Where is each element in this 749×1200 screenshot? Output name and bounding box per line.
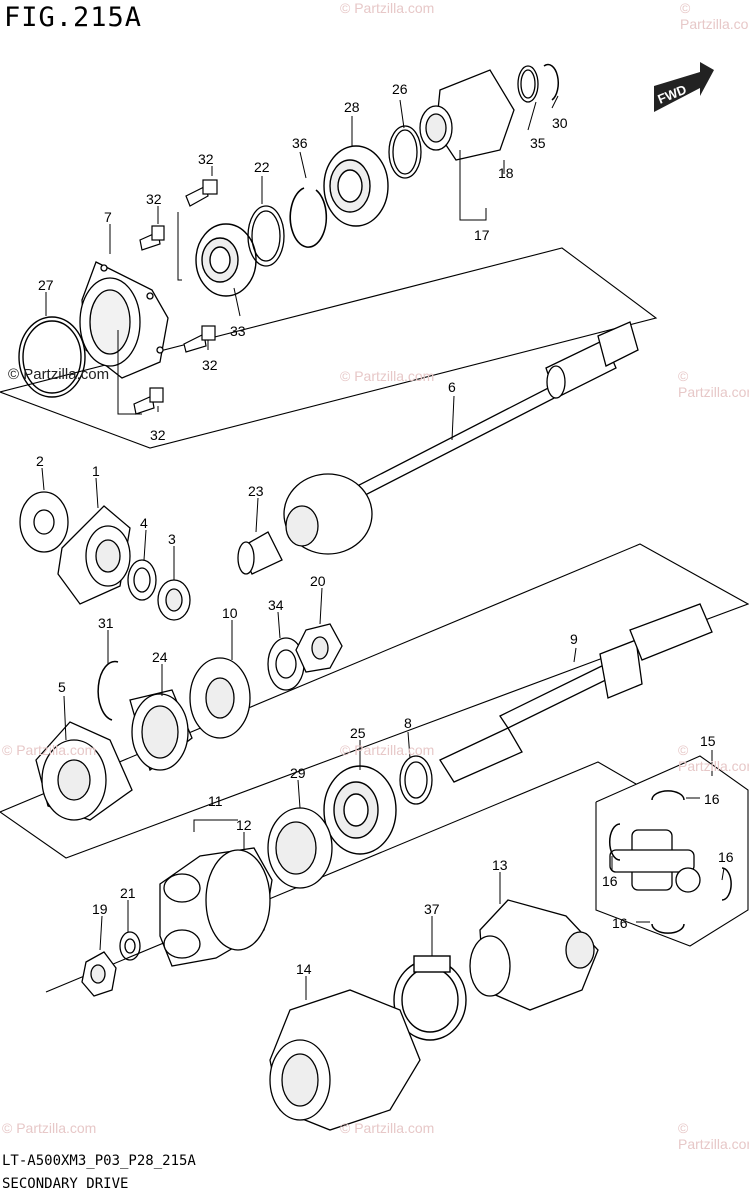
watermark-bottom-left: © Partzilla.com <box>2 1120 97 1136</box>
callout-3: 3 <box>168 531 176 547</box>
callout-7: 7 <box>104 209 112 225</box>
callout-21: 21 <box>120 885 136 901</box>
callout-33: 33 <box>230 323 246 339</box>
callout-32-c: 32 <box>202 357 218 373</box>
part-29-seal <box>267 807 333 889</box>
callout-4: 4 <box>140 515 148 531</box>
callout-31: 31 <box>98 615 114 631</box>
figure-title: FIG.215A <box>4 2 143 33</box>
part-32-bolts <box>133 179 218 415</box>
callout-36: 36 <box>292 135 308 151</box>
callout-32-a: 32 <box>198 151 214 167</box>
callout-34: 34 <box>268 597 284 613</box>
fwd-arrow-icon: FWD <box>654 62 714 112</box>
callout-labels: 30 35 26 28 36 22 18 17 32 32 7 27 33 32… <box>36 81 734 977</box>
part-23-needle-bearing <box>237 531 283 575</box>
part-3-nut <box>157 579 191 621</box>
part-9-shaft <box>439 603 713 783</box>
watermark-bottom-right: © Partzilla.com <box>678 1120 749 1152</box>
callout-16-d: 16 <box>612 915 628 931</box>
part-35-ring <box>517 65 539 103</box>
callout-25: 25 <box>350 725 366 741</box>
part-33-bearing <box>195 223 257 297</box>
callout-26: 26 <box>392 81 408 97</box>
part-25-bearing <box>323 765 397 855</box>
part-36-circlip <box>289 187 328 248</box>
callout-19: 19 <box>92 901 108 917</box>
part-30-circlip <box>543 63 559 101</box>
callout-5: 5 <box>58 679 66 695</box>
leader-lines <box>41 95 725 1000</box>
callout-15: 15 <box>700 733 716 749</box>
callout-17: 17 <box>474 227 490 243</box>
part-15-spider <box>609 829 701 893</box>
watermark-top-center: © Partzilla.com <box>340 0 435 16</box>
group-outline-upper <box>0 247 658 449</box>
watermark-mid-right: © Partzilla.com <box>678 368 749 400</box>
part-6-shaft <box>329 321 639 511</box>
part-16-circlips <box>608 790 732 934</box>
group-outline-middle <box>0 543 749 859</box>
callout-20: 20 <box>310 573 326 589</box>
part-18-housing-sleeve <box>419 69 515 161</box>
watermark-bottom-center: © Partzilla.com <box>340 1120 435 1136</box>
callout-29: 29 <box>290 765 306 781</box>
part-26-o-ring <box>388 125 422 179</box>
callout-14: 14 <box>296 961 312 977</box>
watermark-lower-left: © Partzilla.com <box>2 742 97 758</box>
callout-9: 9 <box>570 631 578 647</box>
part-8-o-ring <box>399 755 433 805</box>
callout-18: 18 <box>498 165 514 181</box>
copyright-notice: © Partzilla.com <box>8 366 110 383</box>
footer-part-code: LT-A500XM3_P03_P28_215A <box>2 1153 196 1169</box>
part-21-washer <box>119 931 141 961</box>
callout-23: 23 <box>248 483 264 499</box>
callout-8: 8 <box>404 715 412 731</box>
part-7-bearing-housing <box>79 261 169 379</box>
callout-16-b: 16 <box>602 873 618 889</box>
part-2-shim <box>19 491 69 553</box>
callout-32-d: 32 <box>150 427 166 443</box>
callout-32-b: 32 <box>146 191 162 207</box>
callout-13: 13 <box>492 857 508 873</box>
part-1-bevel-gear <box>57 505 131 605</box>
part-31-circlip <box>97 660 119 721</box>
part-37-clamp <box>393 955 467 1041</box>
callout-37: 37 <box>424 901 440 917</box>
part-27-o-ring <box>18 316 86 398</box>
footer-section-title: SECONDARY DRIVE <box>2 1176 129 1192</box>
part-14-boot <box>269 989 421 1131</box>
callout-2: 2 <box>36 453 44 469</box>
part-20-nut <box>295 623 343 673</box>
callout-12: 12 <box>236 817 252 833</box>
watermark-top-right: © Partzilla.com <box>680 0 749 32</box>
group-outline-ujoint <box>595 755 749 947</box>
callout-35: 35 <box>530 135 546 151</box>
callout-11: 11 <box>208 793 223 809</box>
callout-16-a: 16 <box>704 791 720 807</box>
watermark-lower-center: © Partzilla.com <box>340 742 435 758</box>
callout-22: 22 <box>254 159 270 175</box>
part-6-gear <box>283 473 373 555</box>
part-13-yoke <box>469 899 599 1011</box>
part-28-bearing <box>323 145 389 227</box>
callout-16-c: 16 <box>718 849 734 865</box>
callout-30: 30 <box>552 115 568 131</box>
callout-28: 28 <box>344 99 360 115</box>
part-11-yoke <box>159 847 273 967</box>
part-19-nut <box>81 951 117 997</box>
callout-24: 24 <box>152 649 168 665</box>
watermark-lower-right: © Partzilla.com <box>678 742 749 774</box>
part-4-washer <box>127 559 157 601</box>
callout-27: 27 <box>38 277 54 293</box>
watermark-mid-center: © Partzilla.com <box>340 368 435 384</box>
part-22-shim <box>247 205 285 267</box>
part-5-bevel-gear <box>35 721 133 821</box>
callout-10: 10 <box>222 605 238 621</box>
callout-6: 6 <box>448 379 456 395</box>
part-10-gear <box>189 657 251 739</box>
part-24-bearing <box>129 689 193 772</box>
callout-1: 1 <box>92 463 100 479</box>
